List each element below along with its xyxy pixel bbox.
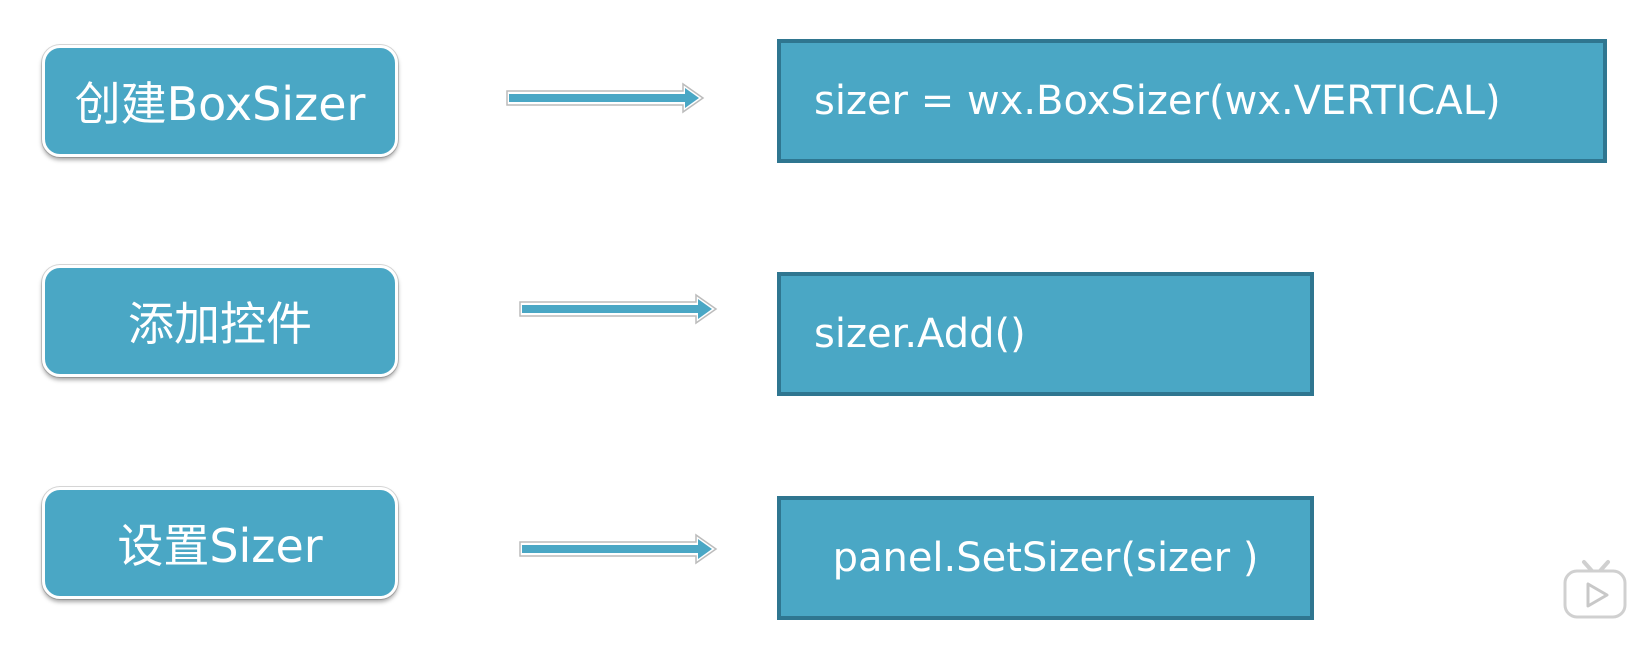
- code-text: panel.SetSizer(sizer ): [832, 535, 1259, 581]
- code-box-setsizer: panel.SetSizer(sizer ): [777, 496, 1314, 620]
- step-label: 创建BoxSizer: [74, 77, 366, 131]
- right-arrow-icon: [519, 533, 718, 565]
- code-text: sizer = wx.BoxSizer(wx.VERTICAL): [814, 78, 1501, 124]
- code-text: sizer.Add(): [814, 311, 1026, 357]
- code-box-add: sizer.Add(): [777, 272, 1314, 396]
- code-box-boxsizer: sizer = wx.BoxSizer(wx.VERTICAL): [777, 39, 1607, 163]
- step-box-set-sizer: 设置Sizer: [42, 487, 398, 599]
- step-label: 设置Sizer: [117, 519, 323, 573]
- right-arrow-icon: [506, 82, 705, 114]
- step-label: 添加控件: [128, 297, 312, 351]
- bilibili-tv-icon: [1563, 560, 1627, 619]
- step-box-add-controls: 添加控件: [42, 265, 398, 377]
- right-arrow-icon: [519, 293, 718, 325]
- step-box-create-boxsizer: 创建BoxSizer: [42, 45, 398, 157]
